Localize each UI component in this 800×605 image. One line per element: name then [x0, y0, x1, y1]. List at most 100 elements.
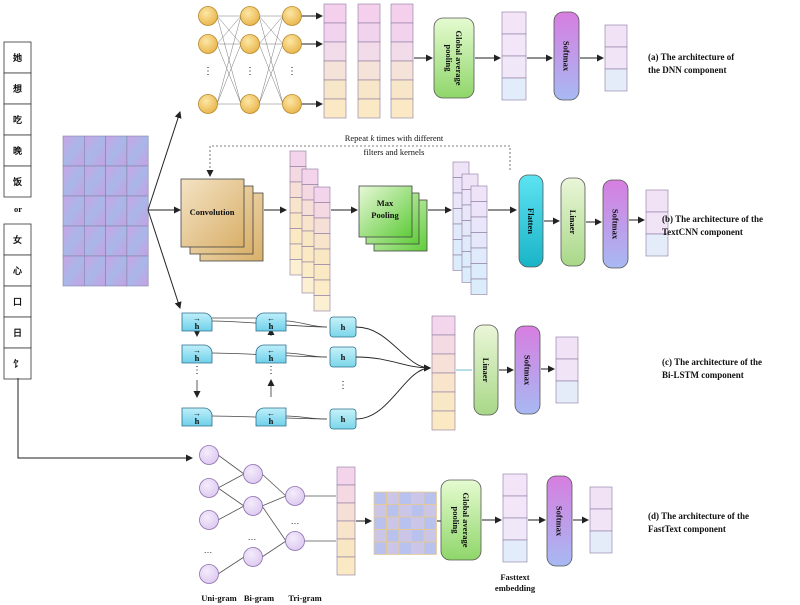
vector-cell — [323, 22, 347, 43]
pool-vector-3 — [470, 185, 488, 295]
arrow-to-dnn — [147, 111, 182, 211]
forward-arrow: → — [193, 346, 201, 355]
ngram-grid-cell — [411, 529, 425, 543]
token-char: 吃 — [13, 114, 22, 126]
ngram-grid-cell — [386, 529, 400, 543]
bigram-node — [243, 464, 263, 484]
backward-arrow: ← — [267, 314, 275, 323]
vector-cell — [555, 358, 579, 382]
ngram-grid-cell — [423, 516, 437, 530]
vector-cell — [470, 278, 488, 295]
radical-char: 心 — [13, 266, 22, 277]
lstm-ellipsis: ⋮ — [192, 365, 202, 376]
embedding-cell — [62, 225, 85, 257]
unigram-to-bigram-link — [217, 487, 245, 507]
embedding-matrix — [62, 135, 149, 287]
vector-cell — [431, 315, 456, 336]
embedding-cell — [105, 165, 128, 197]
bilstm-concat-vector — [431, 315, 456, 431]
vector-cell — [313, 217, 331, 234]
flatten-block — [518, 174, 544, 268]
forward-arrow: → — [193, 409, 201, 418]
ngram-grid-cell — [386, 491, 400, 505]
hidden-state-label: h — [341, 322, 346, 332]
vector-cell — [431, 410, 456, 431]
radical-box — [3, 285, 32, 318]
radical-box — [3, 223, 32, 256]
bigram-label: Bi-gram — [244, 593, 274, 603]
repeat-note-line2: filters and kernels — [364, 147, 425, 157]
unigram-to-bigram-link — [217, 473, 245, 489]
bigram-to-trigram-link — [261, 495, 287, 507]
vector-cell — [604, 24, 628, 48]
bigram-node — [243, 547, 263, 567]
fasttext-global-avg-pooling-block — [440, 479, 482, 561]
dnn-softmax-block — [553, 11, 580, 101]
forward-h-label: h — [195, 321, 200, 331]
ngram-grid-cell — [423, 529, 437, 543]
caption-a-line2: the DNN component — [648, 65, 727, 75]
dnn-vector-2 — [357, 3, 381, 119]
forward-lstm-cell — [181, 312, 213, 332]
backward-arrow: ← — [267, 346, 275, 355]
vector-cell — [604, 46, 628, 70]
embedding-cell — [84, 255, 106, 287]
unigram-to-bigram-link — [217, 505, 245, 521]
embedding-cell — [126, 165, 149, 197]
dnn-gap-vector — [501, 11, 527, 101]
textcnn-softmax-label-line: Softmax — [611, 209, 621, 240]
vector-cell — [501, 77, 527, 101]
unigram-to-bigram-link — [217, 454, 245, 475]
bigram-to-trigram-link — [261, 505, 287, 542]
fasttext-embedding-label-1: Fasttext — [500, 572, 529, 582]
forward-h-label: h — [195, 416, 200, 426]
caption-b-line2: TextCNN component — [662, 227, 743, 237]
bilstm-softmax-label-line: Softmax — [523, 355, 533, 386]
radical-char: 口 — [13, 297, 22, 308]
dnn-softmax-label-line: Softmax — [562, 41, 572, 72]
ngram-grid-cell — [373, 529, 387, 543]
max-pool-layer-3 — [358, 185, 413, 238]
ngram-grid-cell — [373, 491, 387, 505]
vector-cell — [336, 538, 356, 558]
vector-cell — [390, 3, 414, 24]
ngram-grid-cell — [398, 541, 412, 555]
dnn-neuron — [282, 34, 302, 54]
repeat-note-line1: Repeat k times with different — [345, 133, 444, 143]
conv-filter-3 — [180, 178, 245, 248]
dnn-ellipsis: ⋮ — [287, 66, 297, 77]
dnn-neuron — [198, 94, 218, 114]
max-pooling-label-2: Pooling — [371, 210, 399, 220]
hidden-ellipsis: ⋮ — [338, 380, 348, 391]
repeat-loop-line — [206, 145, 511, 177]
unigram-ellipsis: … — [204, 545, 213, 555]
backward-lstm-cell — [255, 344, 287, 364]
unigram-node — [199, 564, 219, 584]
ngram-vector — [336, 466, 356, 576]
radical-char: 饣 — [13, 358, 22, 370]
backward-lstm-cell — [255, 312, 287, 332]
arrow-to-bilstm — [147, 209, 182, 309]
vector-cell — [336, 556, 356, 576]
vector-cell — [289, 150, 307, 167]
bigram-to-trigram-link — [261, 473, 287, 497]
bilstm-softmax-block — [514, 325, 541, 415]
vector-cell — [501, 33, 527, 57]
embedding-cell — [105, 195, 128, 227]
ngram-grid-cell — [411, 541, 425, 555]
vector-cell — [357, 3, 381, 24]
vector-cell — [357, 60, 381, 81]
dnn-connection — [258, 15, 284, 45]
textcnn-linear-label: Linaer — [568, 210, 578, 235]
vector-cell — [502, 495, 528, 519]
vector-cell — [336, 466, 356, 486]
ngram-grid-cell — [386, 541, 400, 555]
textcnn-softmax-label: Softmax — [611, 209, 621, 240]
bigram-node — [243, 496, 263, 516]
vector-cell — [323, 41, 347, 62]
embedding-cell — [62, 195, 85, 227]
